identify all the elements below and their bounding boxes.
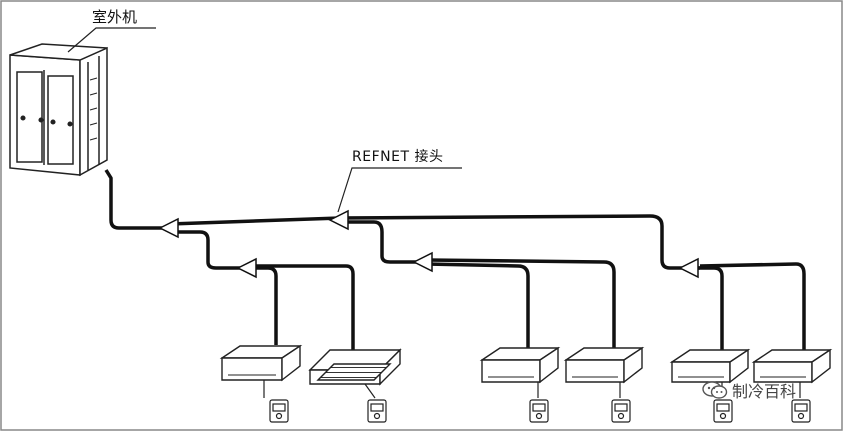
pipe-unit4 (425, 258, 616, 350)
indoor-unit-1 (219, 344, 303, 382)
pipe-unit5 (690, 266, 724, 352)
wechat-icon (702, 381, 728, 399)
refnet-joint-2 (236, 257, 257, 279)
refrigerant-piping (104, 169, 806, 352)
outdoor-unit-label: 室外机 (92, 8, 138, 26)
refnet-joint-4 (412, 251, 433, 273)
pipe-trunk (169, 214, 700, 270)
pipe-branch-a (170, 230, 250, 270)
remote-controller-2 (367, 399, 387, 423)
pipe-main (104, 169, 170, 230)
refnet-label-leader (337, 167, 462, 213)
pipe-unit3 (425, 262, 530, 350)
indoor-unit-5 (669, 348, 751, 384)
remote-controller-6 (791, 399, 811, 423)
refnet-joints (158, 209, 699, 279)
outdoor-unit (9, 43, 108, 177)
indoor-unit-6 (751, 348, 833, 384)
remote-controller-3 (529, 399, 549, 423)
watermark: 制冷百科 (702, 378, 796, 402)
watermark-text: 制冷百科 (732, 382, 797, 401)
indoor-unit-4 (563, 346, 645, 384)
pipe-unit6 (699, 262, 806, 352)
outdoor-label-leader (67, 27, 156, 53)
refnet-joint-label: REFNET 接头 (352, 149, 444, 165)
pipe-branch-b (340, 220, 426, 264)
indoor-unit-2 (308, 348, 402, 386)
refnet-joint-3 (328, 209, 349, 231)
indoor-unit-3 (479, 346, 561, 384)
remote-controller-1 (269, 399, 289, 423)
refnet-joint-5 (678, 257, 699, 279)
pipe-unit1 (250, 266, 278, 345)
remote-controller-4 (611, 399, 631, 423)
refnet-joint-1 (158, 217, 179, 239)
remote-controller-5 (713, 399, 733, 423)
pipe-unit2 (250, 264, 355, 350)
